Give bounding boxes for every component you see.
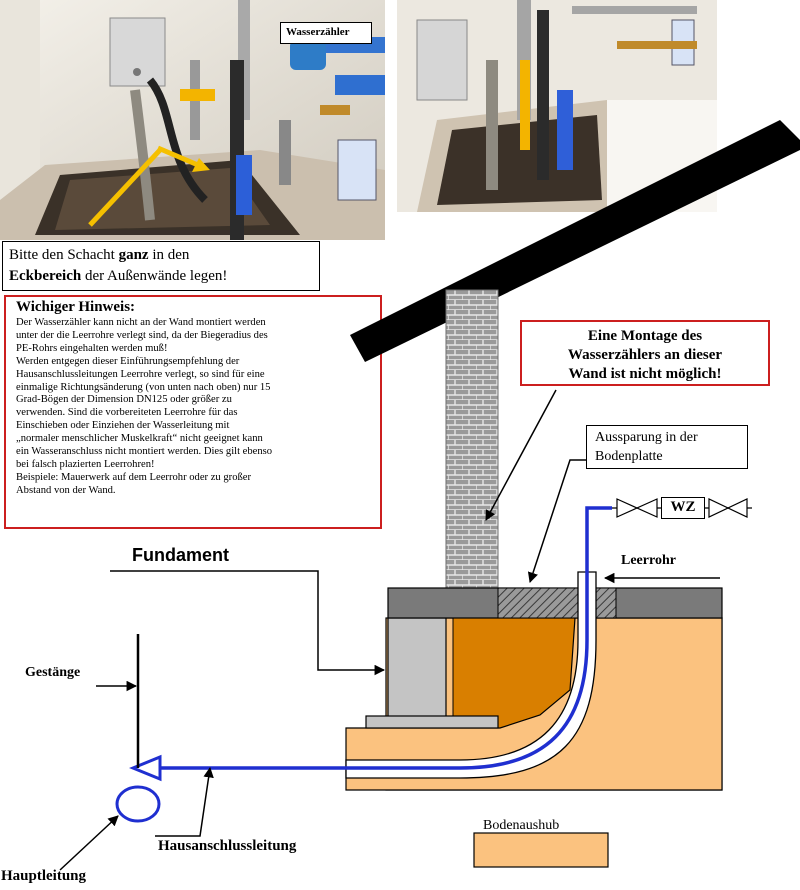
- montage-leader: [485, 389, 557, 521]
- bodenaushub-label: Bodenaushub: [483, 818, 560, 833]
- photo-water-meter-shaft-right: [397, 0, 717, 212]
- notice-line: Werden entgegen dieser Einführungsempfeh…: [16, 355, 240, 367]
- hauptleitung-leader: [59, 815, 119, 871]
- notice-line: Abstand von der Wand.: [16, 484, 116, 496]
- water-pipe: [160, 506, 612, 770]
- leerrohr-label: Leerrohr: [621, 553, 676, 568]
- valve-right-icon: [708, 498, 748, 518]
- bodenaushub-swatch: [473, 832, 609, 868]
- hausanschluss-leader: [155, 766, 214, 837]
- water-meter-photo-label: Wasserzähler: [280, 22, 372, 44]
- important-notice-box: Wichiger Hinweis: Der Wasserzähler kann …: [4, 295, 382, 529]
- hauptleitung-label: Hauptleitung: [1, 868, 87, 884]
- notice-line: Beispiele: Mauerwerk auf dem Leerrohr od…: [16, 471, 252, 483]
- montage-note-line: Wasserzählers an dieser: [567, 347, 723, 363]
- hausanschlussleitung-label: Hausanschlussleitung: [158, 838, 297, 854]
- slab-recess-hatched: [497, 587, 617, 619]
- slab-recess-note: Aussparung in der Bodenplatte: [586, 425, 748, 469]
- aussparung-leader: [527, 459, 586, 583]
- notice-line: bei falsch plazierten Leerrohren!: [16, 458, 155, 470]
- montage-note-line: Wand ist nicht möglich!: [568, 366, 722, 382]
- valve-left-icon: [616, 498, 658, 518]
- notice-line: ein Wasseranschluss nicht montiert werde…: [16, 446, 273, 458]
- gestaenge-label: Gestänge: [25, 665, 81, 680]
- wall-mount-not-possible-note: Eine Montage des Wasserzählers an dieser…: [520, 320, 770, 386]
- notice-line: PE-Rohrs eingehalten werden muß!: [16, 342, 168, 354]
- notice-line: Grad-Bögen der Dimension DN125 oder größ…: [16, 394, 232, 406]
- notice-title: Wichiger Hinweis:: [16, 299, 136, 315]
- water-meter-symbol: WZ: [661, 497, 705, 519]
- fundament-label: Fundament: [132, 545, 229, 565]
- aussparung-note-line: Bodenplatte: [595, 449, 663, 464]
- hauptleitung-pipe-icon: [115, 785, 161, 823]
- montage-note-line: Eine Montage des: [587, 328, 703, 344]
- foundation-footing: [365, 715, 499, 729]
- brick-wall: [445, 289, 499, 589]
- notice-line: „normaler menschlicher Muskelkraft“ nich…: [16, 433, 263, 445]
- foundation-block: [387, 617, 447, 719]
- fundament-leader: [110, 570, 386, 676]
- notice-line: Einschieben oder Einziehen der Wasserlei…: [16, 420, 230, 432]
- shaft-placement-note: Bitte den Schacht ganz in den Eckbereich…: [2, 241, 320, 291]
- photo-right-illustration: [397, 0, 717, 212]
- notice-line: einmalige Richtungsänderung (von unten n…: [16, 381, 271, 393]
- notice-line: Der Wasserzähler kann nicht an der Wand …: [16, 317, 266, 328]
- hausanschluss-arrowhead: [129, 754, 162, 782]
- notice-line: verwenden. Sind die vorbereiteten Leerro…: [16, 407, 238, 419]
- aussparung-note-line: Aussparung in der: [595, 430, 698, 445]
- notice-line: Hausanschlussleitungen Leerrohre verlegt…: [16, 368, 265, 380]
- conduit-outline: [345, 571, 597, 779]
- notice-line: unter der die Leerrohre verlegt sind, da…: [16, 329, 268, 341]
